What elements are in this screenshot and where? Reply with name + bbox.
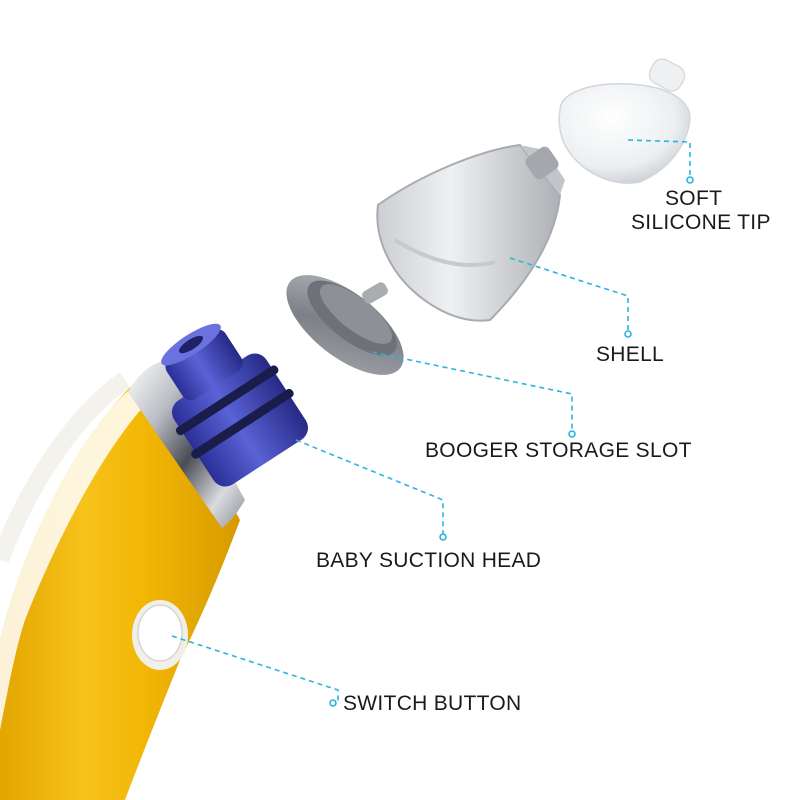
- label-soft: SOFT: [665, 187, 723, 210]
- device-body: [0, 370, 240, 800]
- leader-line-silicone-tip: [627, 139, 691, 178]
- switch-button-graphic: [132, 600, 188, 670]
- shell-graphic: [376, 143, 565, 322]
- leader-line-suction-head: [295, 439, 444, 535]
- leader-line-storage-slot: [371, 351, 573, 432]
- label-silicone-tip: SILICONE TIP: [631, 211, 771, 234]
- suction-head: [161, 323, 308, 487]
- label-booger-storage-slot: BOOGER STORAGE SLOT: [425, 439, 692, 462]
- leader-line-switch-button: [171, 635, 339, 702]
- label-switch-button: SWITCH BUTTON: [343, 692, 522, 715]
- leader-lines: [171, 139, 691, 702]
- chrome-ring: [128, 360, 245, 528]
- label-shell: SHELL: [596, 343, 665, 366]
- leader-dots: [329, 176, 694, 707]
- leader-line-shell: [509, 257, 629, 332]
- label-baby-suction-head: BABY SUCTION HEAD: [316, 549, 542, 572]
- storage-slot: [286, 275, 404, 375]
- silicone-tip-graphic: [558, 58, 691, 184]
